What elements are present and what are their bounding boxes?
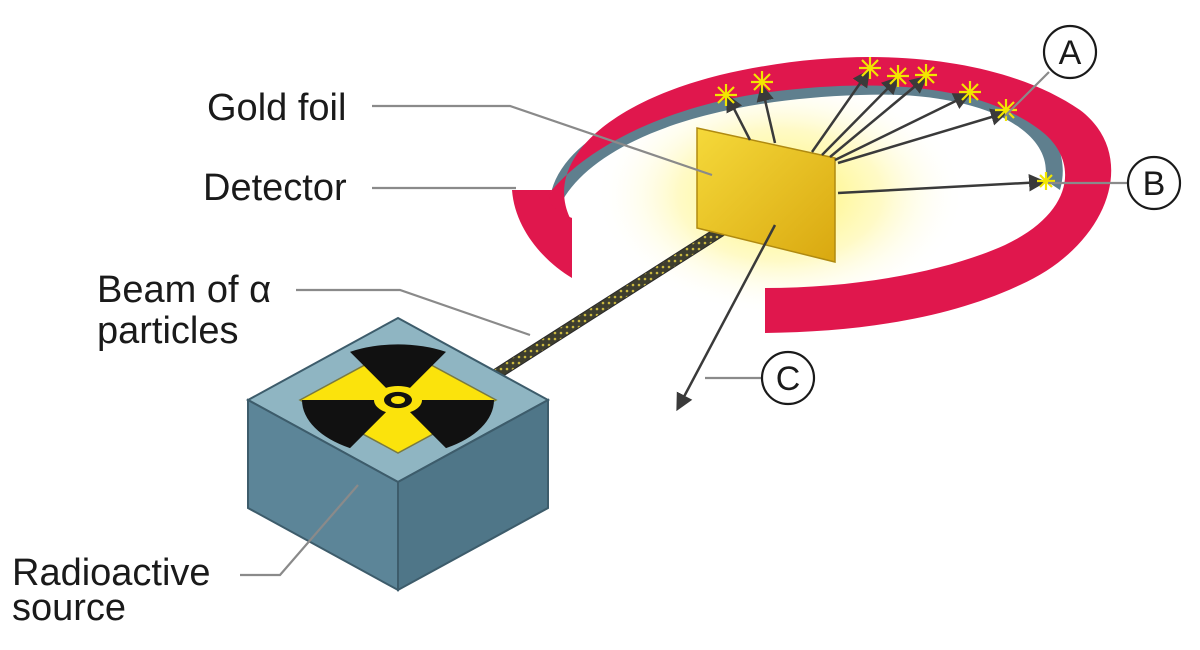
detector-label: Detector (203, 167, 347, 209)
box-front-right (397, 398, 549, 592)
source-leader (240, 484, 359, 577)
radioactive-source-box (245, 316, 551, 592)
source-label-line2: source (12, 587, 126, 629)
beam-label-line2: particles (97, 310, 239, 352)
marker-b-text: B (1143, 165, 1166, 203)
marker-a-text: A (1059, 34, 1082, 72)
marker-c: C (760, 350, 816, 406)
beam-leader (296, 288, 531, 337)
marker-a-leader (1004, 71, 1050, 117)
deflected-rays (676, 69, 1047, 412)
beam-label-line1: Beam of α (97, 269, 271, 311)
gold-foil-label: Gold foil (207, 87, 346, 129)
gold-foil (696, 127, 836, 263)
marker-c-text: C (776, 360, 801, 398)
source-label-line1: Radioactive (12, 552, 211, 594)
radiation-trefoil-icon (302, 344, 494, 449)
marker-b: B (1126, 155, 1182, 211)
marker-a: A (1042, 24, 1098, 80)
gold-foil-leader (372, 104, 713, 177)
detector-ring (547, 57, 1112, 333)
impact-sparkles (715, 57, 1055, 190)
detector-ring-left-end (512, 190, 572, 278)
